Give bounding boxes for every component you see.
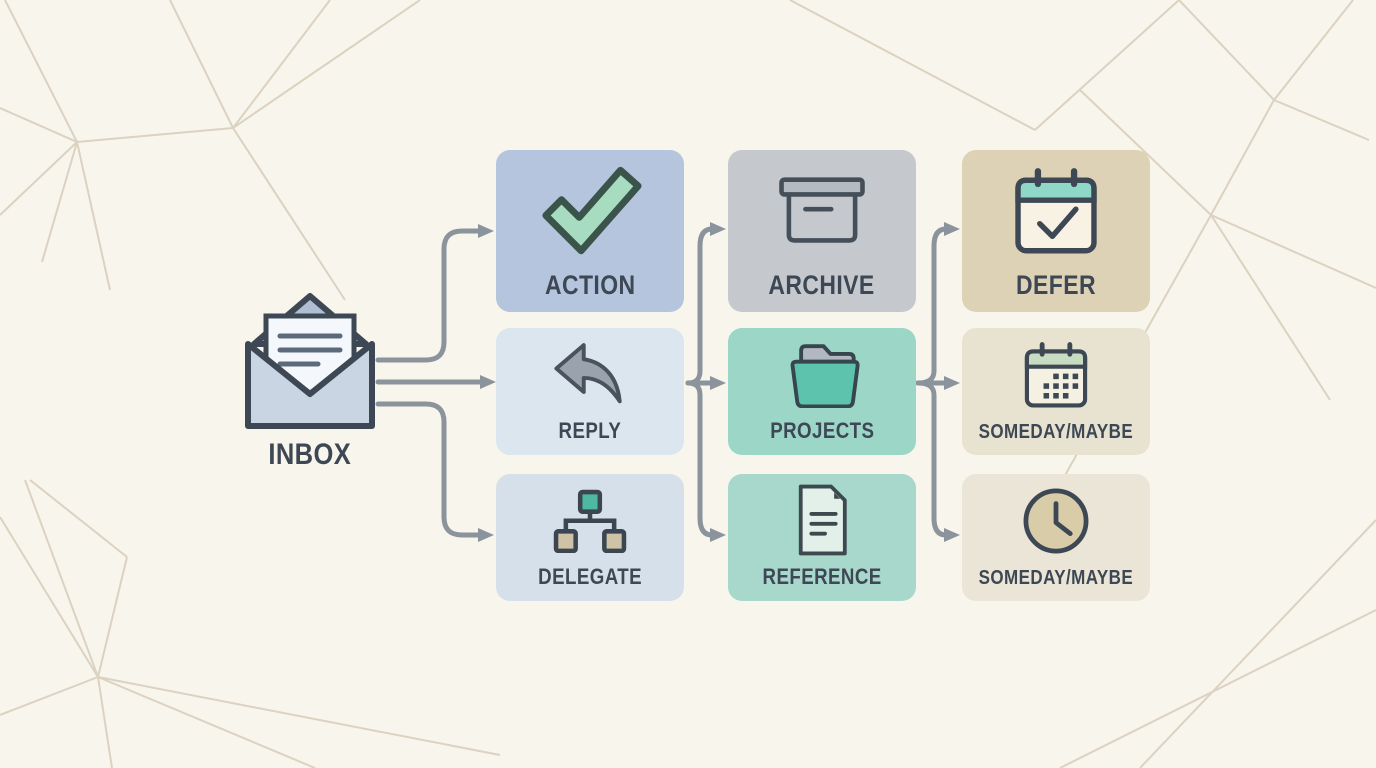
arrow-inbox-to-delegate (375, 401, 494, 542)
calendar-check-icon (962, 150, 1150, 272)
arrow-fork-to-archive (685, 222, 726, 386)
arrow-inbox-to-action (375, 224, 494, 363)
node-archive: ARCHIVE (728, 150, 916, 312)
document-icon (728, 474, 916, 566)
clock-icon (962, 474, 1150, 568)
node-reply: REPLY (496, 328, 684, 455)
archive-box-icon (728, 150, 916, 272)
node-label: ACTION (544, 270, 636, 300)
node-label: PROJECTS (769, 418, 875, 443)
node-label: ARCHIVE (768, 270, 876, 300)
node-delegate: DELEGATE (496, 474, 684, 601)
arrow-fork-to-defer (915, 222, 960, 386)
node-action: ACTION (496, 150, 684, 312)
node-label: REFERENCE (762, 564, 882, 589)
node-label: REPLY (558, 418, 622, 443)
node-label: SOMEDAY/MAYBE (978, 567, 1134, 589)
node-projects: PROJECTS (728, 328, 916, 455)
org-chart-icon (496, 474, 684, 566)
node-label: SOMEDAY/MAYBE (978, 421, 1134, 443)
arrow-fork-to-someday-clock (915, 380, 960, 542)
node-someday-maybe: SOMEDAY/MAYBE (962, 328, 1150, 455)
calendar-grid-icon (962, 328, 1150, 422)
inbox-label: INBOX (268, 438, 352, 471)
folder-icon (728, 328, 916, 420)
node-label: DELEGATE (538, 564, 642, 589)
reply-arrow-icon (496, 328, 684, 420)
open-envelope-icon (245, 293, 375, 429)
checkmark-icon (496, 150, 684, 272)
node-reference: REFERENCE (728, 474, 916, 601)
arrow-fork-to-reference (685, 380, 726, 542)
node-someday-maybe-clock: SOMEDAY/MAYBE (962, 474, 1150, 601)
node-defer: DEFER (962, 150, 1150, 312)
inbox-source: INBOX (232, 290, 388, 470)
node-label: DEFER (1016, 270, 1096, 300)
